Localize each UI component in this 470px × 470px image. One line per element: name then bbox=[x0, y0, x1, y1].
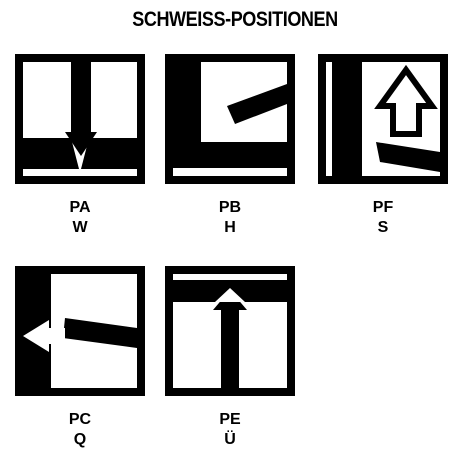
horizontal-position-icon bbox=[15, 266, 145, 396]
position-letter-pb: H bbox=[224, 219, 236, 236]
position-letter-pc: Q bbox=[73, 431, 87, 448]
position-code-pa: PA bbox=[69, 199, 91, 216]
position-code-pb: PB bbox=[218, 199, 242, 216]
horizontal-vertical-position-icon bbox=[165, 54, 295, 184]
position-code-pc: PC bbox=[68, 411, 92, 428]
position-tile-pa bbox=[15, 54, 145, 184]
position-code-pf: PF bbox=[372, 199, 394, 216]
position-tile-pc bbox=[15, 266, 145, 396]
overhead-position-icon bbox=[165, 266, 295, 396]
position-tile-pf bbox=[318, 54, 448, 184]
position-code-pe: PE bbox=[219, 411, 241, 428]
vertical-up-position-icon bbox=[318, 54, 448, 184]
position-tile-pe bbox=[165, 266, 295, 396]
position-tile-pb bbox=[165, 54, 295, 184]
position-letter-pf: S bbox=[377, 219, 389, 236]
flat-position-icon bbox=[15, 54, 145, 184]
position-letter-pe: Ü bbox=[224, 431, 236, 448]
position-letter-pa: W bbox=[72, 219, 88, 236]
page-title: SCHWEISS-POSITIONEN bbox=[132, 8, 338, 31]
